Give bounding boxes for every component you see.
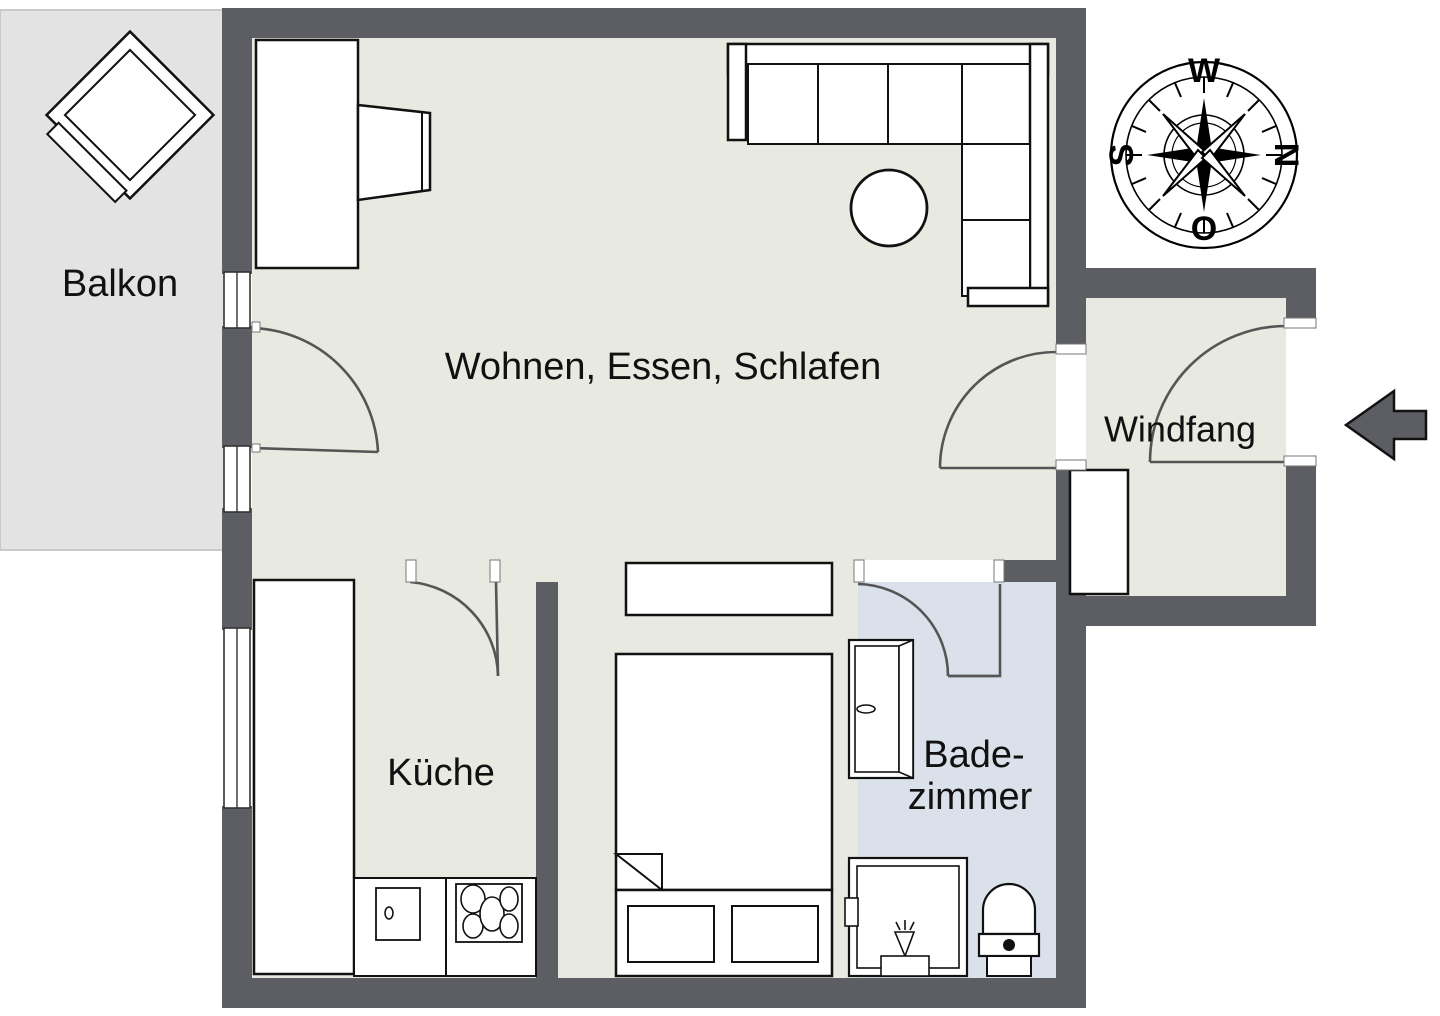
bathroom-door <box>857 582 1002 678</box>
wall-bottom <box>222 978 1086 1008</box>
wall-interior-bath-top-b <box>1000 560 1086 582</box>
bed-pillow-left <box>627 905 715 963</box>
wall-right-upper <box>1056 8 1086 276</box>
kitchen-furniture <box>252 578 537 977</box>
wall-windfang-right-a <box>1286 268 1316 326</box>
burner-4 <box>499 886 519 912</box>
entry-closet <box>1068 468 1130 596</box>
wall-right-lower <box>1056 596 1086 1008</box>
wall-kitchen-right <box>536 560 558 978</box>
entrance-door <box>1148 324 1288 464</box>
room-label-kueche: Küche <box>387 752 495 794</box>
wall-structure <box>222 8 1316 1008</box>
desk-chair <box>356 103 432 202</box>
room-label-wohnen: Wohnen, Essen, Schlafen <box>445 346 882 388</box>
toilet-flush-button <box>1003 939 1015 951</box>
wall-left-upper <box>222 8 252 274</box>
living-room-furniture <box>254 38 1050 978</box>
balcony-window-upper <box>223 271 251 329</box>
bathroom-furniture <box>844 638 1041 978</box>
wall-windfang-bottom <box>1056 596 1316 626</box>
sectional-sofa <box>726 42 1050 308</box>
compass-letter-w: W <box>1188 52 1221 90</box>
burner-3 <box>479 896 505 932</box>
kitchen-tall-cabinet <box>252 578 356 976</box>
balcony-chair <box>45 121 128 204</box>
bed-duvet-fold <box>613 853 663 893</box>
desk <box>254 38 360 270</box>
kitchen-sink-drain <box>384 906 394 920</box>
coffee-table <box>849 168 929 248</box>
living-windfang-door <box>938 350 1058 470</box>
wall-windfang-top <box>1056 268 1316 298</box>
compass-letter-o: O <box>1191 210 1217 248</box>
wall-left-mid <box>222 326 252 448</box>
bed-pillow-right <box>731 905 819 963</box>
bed <box>614 652 834 892</box>
wall-windfang-right-b <box>1286 462 1316 626</box>
wall-left-lower-b <box>222 806 252 1008</box>
compass-rose: W N O S <box>1103 52 1305 250</box>
shower <box>844 856 969 978</box>
kitchen-door <box>409 580 500 677</box>
kitchen-sink <box>375 887 421 941</box>
kitchen-window <box>223 627 251 809</box>
room-label-badezimmer-line2: zimmer <box>908 776 1033 818</box>
balcony-area <box>0 9 233 551</box>
wall-top <box>222 8 1086 38</box>
burner-1 <box>460 884 486 914</box>
balcony-door <box>251 326 380 454</box>
compass-ordinal-points <box>1162 113 1246 197</box>
compass-letter-n: N <box>1267 143 1305 168</box>
compass-letter-s: S <box>1103 144 1141 167</box>
bath-tall-cabinet <box>847 638 915 780</box>
room-label-windfang: Windfang <box>1104 409 1256 450</box>
room-label-badezimmer-line1: Bade- <box>923 734 1024 776</box>
toilet <box>977 882 1041 977</box>
windfang-furniture <box>1068 468 1130 596</box>
burner-5 <box>499 913 519 939</box>
compass-ticks <box>1126 77 1282 233</box>
balcony-window-lower <box>223 445 251 513</box>
windows <box>223 271 251 809</box>
entrance-arrow <box>1343 388 1428 462</box>
doors <box>251 324 1288 678</box>
door-jambs <box>251 317 1317 583</box>
bed-wardrobe <box>624 561 834 617</box>
wall-windfang-left-a <box>1056 268 1086 352</box>
room-label-balkon: Balkon <box>62 263 178 305</box>
entrance-arrow-shape <box>1343 388 1428 462</box>
